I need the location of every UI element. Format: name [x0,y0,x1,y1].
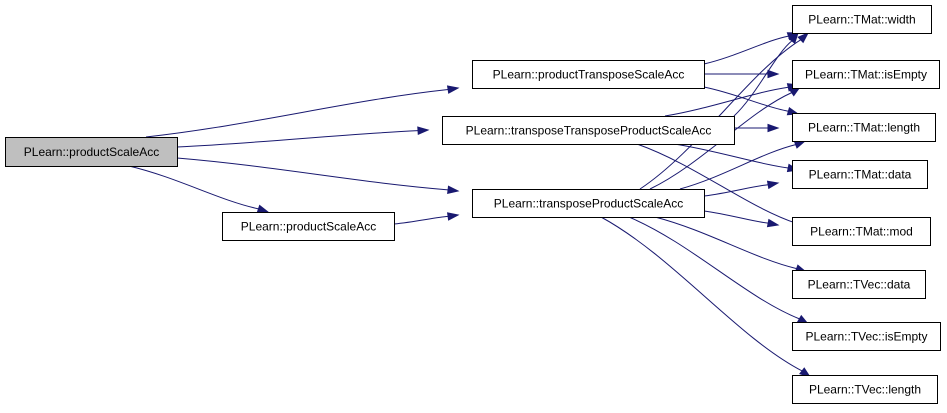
arrowhead [767,69,780,79]
edge-line [128,165,259,210]
edge-line [393,215,449,225]
edge-ptsa-to-isEmpty [704,69,780,79]
arrowhead [788,31,799,44]
node-visEmpty[interactable]: PLearn::TVec::isEmpty [792,322,941,351]
node-label: PLearn::TMat::mod [810,225,913,239]
edge-line [703,184,769,197]
edge-ptsa-to-width [703,32,800,65]
arrowhead [767,123,780,133]
node-label: PLearn::productTransposeScaleAcc [493,68,685,82]
node-box [222,212,395,241]
arrowhead [447,212,460,221]
edge-line [664,86,789,117]
edge-line [600,216,803,372]
edge-tpsa-to-vlength [600,216,812,378]
arrowhead [447,185,460,195]
edge-root-to-ptsa [145,85,460,138]
edge-line [639,39,801,190]
node-box [792,5,932,34]
edge-tpsa-to-mod [703,210,780,228]
edge-line [679,144,796,190]
arrowhead [446,85,460,94]
edge-tpsa-to-width [639,31,810,190]
node-box [792,322,941,351]
edge-line [145,89,449,138]
edge-tpsa-to-data [703,180,780,197]
node-label: PLearn::TMat::isEmpty [805,68,927,82]
edge-root-to-tpsa [176,157,460,195]
edge-line [176,157,449,191]
arrowhead [797,31,810,44]
node-width[interactable]: PLearn::TMat::width [792,5,932,34]
node-box [792,217,931,246]
node-box [792,113,936,142]
node-label: PLearn::transposeProductScaleAcc [494,197,683,211]
node-box [472,60,705,89]
arrowhead [766,180,780,190]
nodes-layer: PLearn::productScaleAccPLearn::productSc… [5,5,941,404]
edge-ptsa-to-length [703,86,800,116]
node-box [442,116,735,145]
edge-tpsa-to-vdata [654,216,808,273]
node-mod[interactable]: PLearn::TMat::mod [792,217,931,246]
node-length[interactable]: PLearn::TMat::length [792,113,936,142]
edge-line [654,216,797,270]
node-box [792,160,928,189]
node-label: PLearn::TVec::length [809,383,921,397]
node-vlength[interactable]: PLearn::TVec::length [792,375,938,404]
edge-root-to-pscale2 [128,165,270,213]
node-label: PLearn::TVec::data [808,278,911,292]
node-label: PLearn::TMat::length [808,121,920,135]
node-box [792,60,940,89]
node-label: PLearn::TMat::width [808,13,915,27]
node-box [472,189,705,218]
node-box [792,375,938,404]
node-box [792,270,926,299]
edge-line [703,210,769,224]
node-label: PLearn::transposeTransposeProductScaleAc… [466,124,712,138]
node-label: PLearn::productScaleAcc [24,145,159,159]
node-tpsa[interactable]: PLearn::transposeProductScaleAcc [472,189,705,218]
node-label: PLearn::TVec::isEmpty [805,330,927,344]
edge-ttpsa-to-width [733,31,799,117]
edge-line [636,143,798,225]
arrowhead [793,140,807,149]
node-data[interactable]: PLearn::TMat::data [792,160,928,189]
node-ttpsa[interactable]: PLearn::transposeTransposeProductScaleAc… [442,116,735,145]
edges-layer [128,31,812,378]
arrowhead [417,126,430,136]
edge-line [703,35,789,65]
arrowhead [256,204,270,213]
edge-line [733,40,793,117]
edge-line [673,143,789,169]
edge-pscale2-to-tpsa [393,212,460,225]
node-label: PLearn::productScaleAcc [241,220,376,234]
node-pscale2[interactable]: PLearn::productScaleAcc [222,212,395,241]
node-vdata[interactable]: PLearn::TVec::data [792,270,926,299]
edge-line [703,86,789,112]
edge-line [176,130,419,148]
node-label: PLearn::TMat::data [809,168,912,182]
edge-line [628,216,800,320]
arrowhead [766,218,780,228]
edge-root-to-ttpsa [176,126,430,148]
node-box [5,137,178,167]
node-ptsa[interactable]: PLearn::productTransposeScaleAcc [472,60,705,89]
node-isEmpty[interactable]: PLearn::TMat::isEmpty [792,60,940,89]
node-root[interactable]: PLearn::productScaleAcc [5,137,178,167]
